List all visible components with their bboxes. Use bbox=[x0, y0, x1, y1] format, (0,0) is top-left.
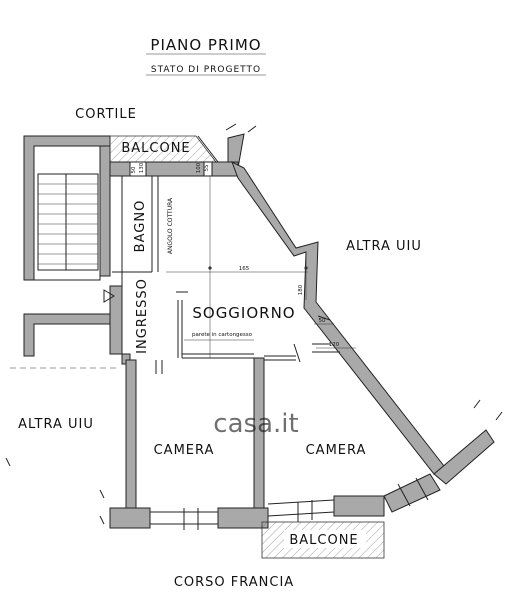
dim-50-b: 50 bbox=[319, 318, 326, 324]
tick-top-1 bbox=[225, 123, 237, 131]
balcony-rail bbox=[197, 135, 219, 163]
landing-wall bbox=[23, 313, 111, 357]
label-camera-right: CAMERA bbox=[306, 443, 367, 458]
interior-partitions bbox=[112, 176, 340, 374]
dim-120: 120 bbox=[329, 342, 340, 348]
label-parete: parete in cartongesso bbox=[192, 332, 253, 338]
label-street: CORSO FRANCIA bbox=[174, 575, 294, 590]
dim-180: 180 bbox=[298, 284, 304, 295]
label-balcone-bottom: BALCONE bbox=[289, 533, 358, 548]
apartment-walls bbox=[109, 160, 495, 529]
label-cortile: CORTILE bbox=[75, 107, 137, 122]
page-subtitle: STATO DI PROGETTO bbox=[151, 65, 261, 75]
dim-55: 55 bbox=[204, 164, 210, 171]
label-bagno: BAGNO bbox=[133, 200, 148, 253]
windows bbox=[130, 161, 429, 530]
tick-top-2 bbox=[247, 125, 257, 133]
balcony-bottom-label-bg bbox=[284, 530, 366, 548]
label-balcone-top: BALCONE bbox=[121, 141, 190, 156]
dim-165: 165 bbox=[239, 266, 250, 272]
dim-50: 50 bbox=[131, 166, 137, 173]
watermark: casa.it bbox=[213, 409, 298, 439]
label-soggiorno: SOGGIORNO bbox=[192, 304, 295, 322]
page-title: PIANO PRIMO bbox=[150, 36, 261, 54]
stairwell bbox=[23, 135, 111, 281]
dimension-lines bbox=[166, 176, 356, 358]
entrance-arrow-icon bbox=[103, 289, 115, 303]
label-angolo-cottura: ANGOLO COTTURA bbox=[167, 197, 174, 254]
edge-ticks bbox=[5, 367, 503, 525]
dim-100: 100 bbox=[196, 162, 202, 173]
label-ingresso: INGRESSO bbox=[135, 278, 150, 354]
label-camera-left: CAMERA bbox=[154, 443, 215, 458]
label-altra-uiu-right: ALTRA UIU bbox=[346, 239, 422, 254]
dim-130: 130 bbox=[139, 162, 145, 173]
label-altra-uiu-left: ALTRA UIU bbox=[18, 417, 94, 432]
